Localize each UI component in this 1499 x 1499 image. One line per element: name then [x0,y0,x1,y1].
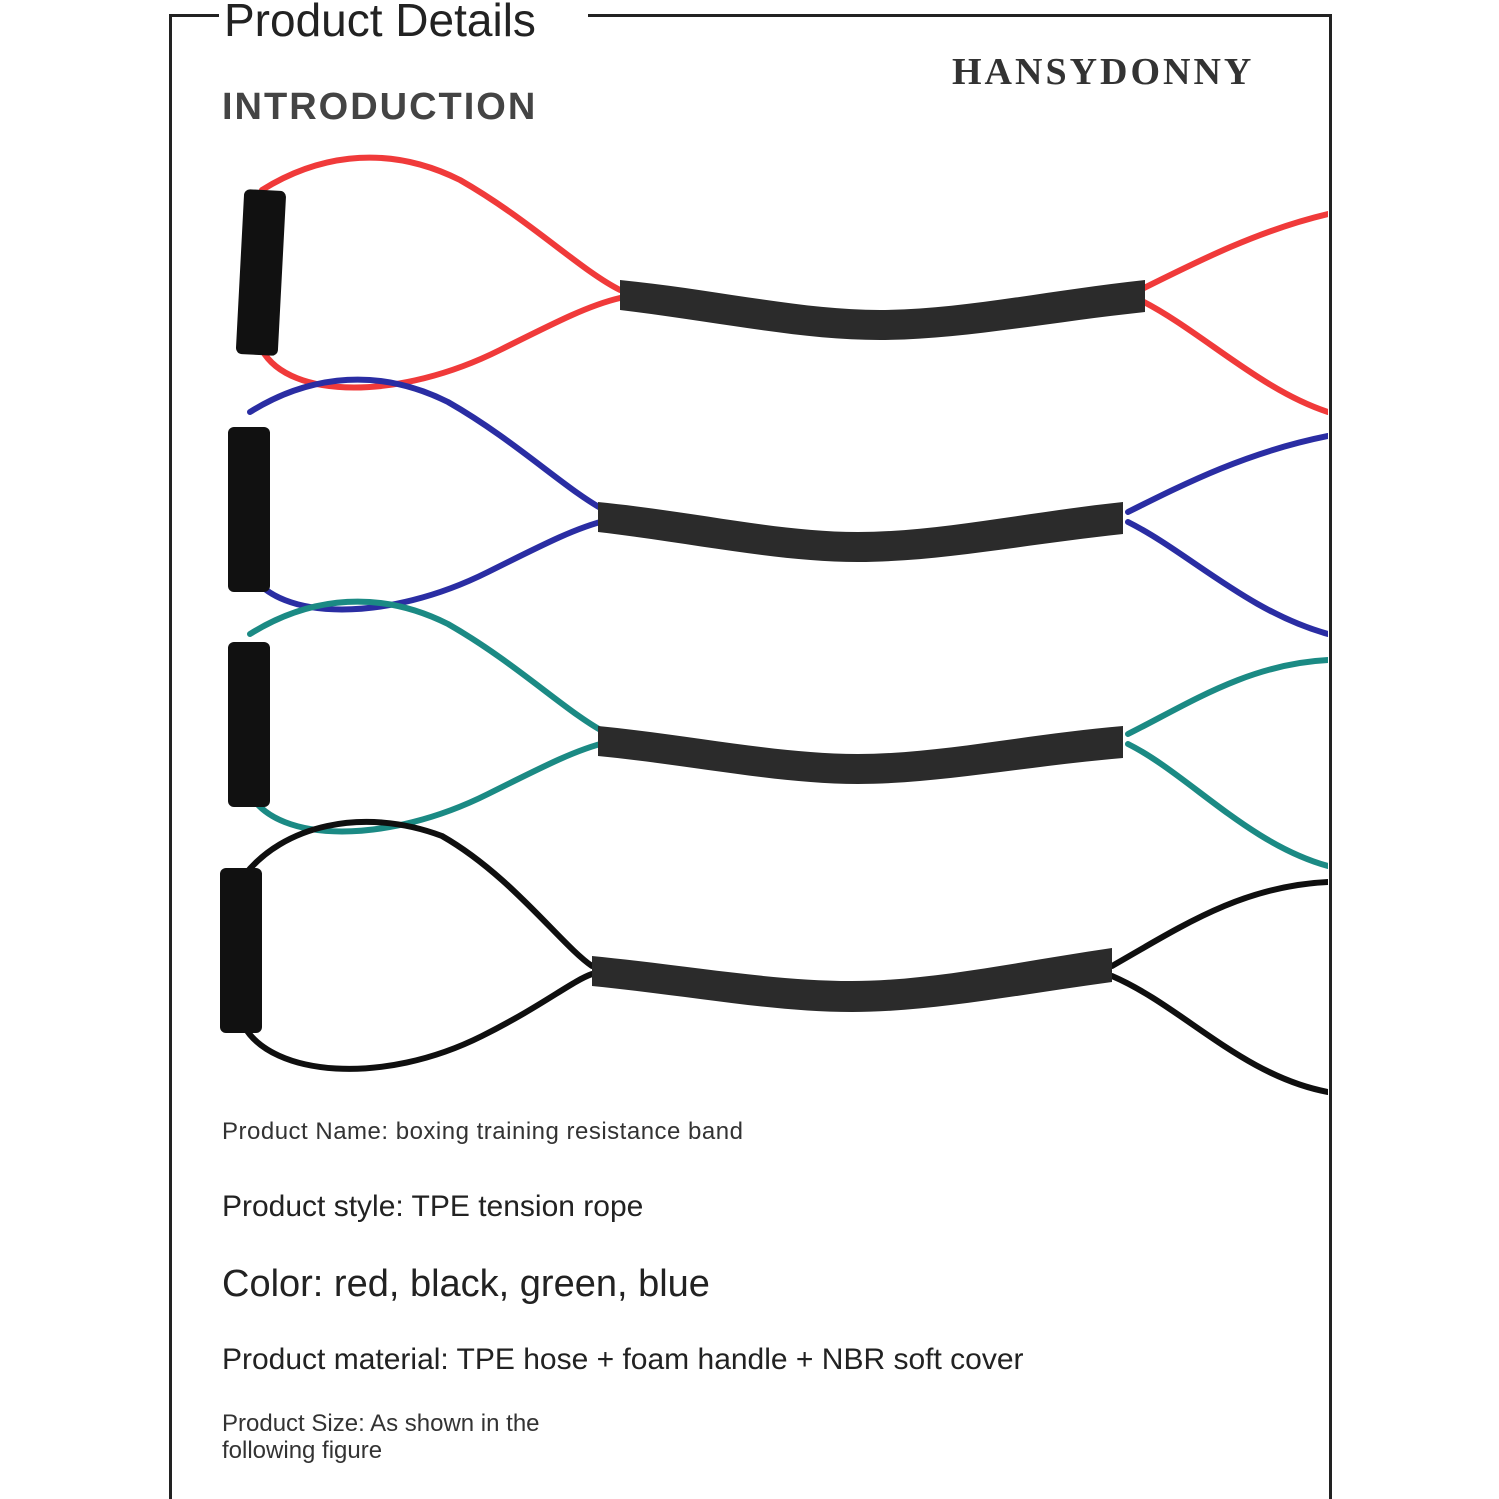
spec-color: Color: red, black, green, blue [222,1263,710,1305]
band-green-cover [598,726,1123,784]
band-blue-tube [247,376,1328,637]
band-green [228,598,1328,869]
spec-product-style: Product style: TPE tension rope [222,1190,644,1223]
frame-right [1329,14,1332,1499]
band-blue [228,376,1328,637]
resistance-bands-illustration [220,154,1328,1095]
band-red-tube [259,154,1328,415]
band-black-handle [220,868,262,1033]
spec-product-name: Product Name: boxing training resistance… [222,1118,744,1145]
band-blue-cover [598,502,1123,562]
band-green-tube [247,598,1328,869]
frame-left [169,14,172,1499]
band-black-cover [592,948,1112,1012]
band-black [220,818,1328,1095]
band-green-handle [228,642,270,807]
band-black-tube [241,818,1328,1095]
band-blue-handle [228,427,270,592]
spec-size: Product Size: As shown in the following … [222,1410,540,1464]
page-title: Product Details [224,0,536,46]
band-red-cover [620,280,1145,340]
section-heading: INTRODUCTION [222,86,538,128]
band-red-handle [235,189,286,356]
spec-material: Product material: TPE hose + foam handle… [222,1343,1024,1376]
frame-top-right [588,14,1332,17]
band-red [235,154,1328,415]
brand-logo: HANSYDONNY [952,51,1255,93]
frame-top-left [169,14,219,17]
